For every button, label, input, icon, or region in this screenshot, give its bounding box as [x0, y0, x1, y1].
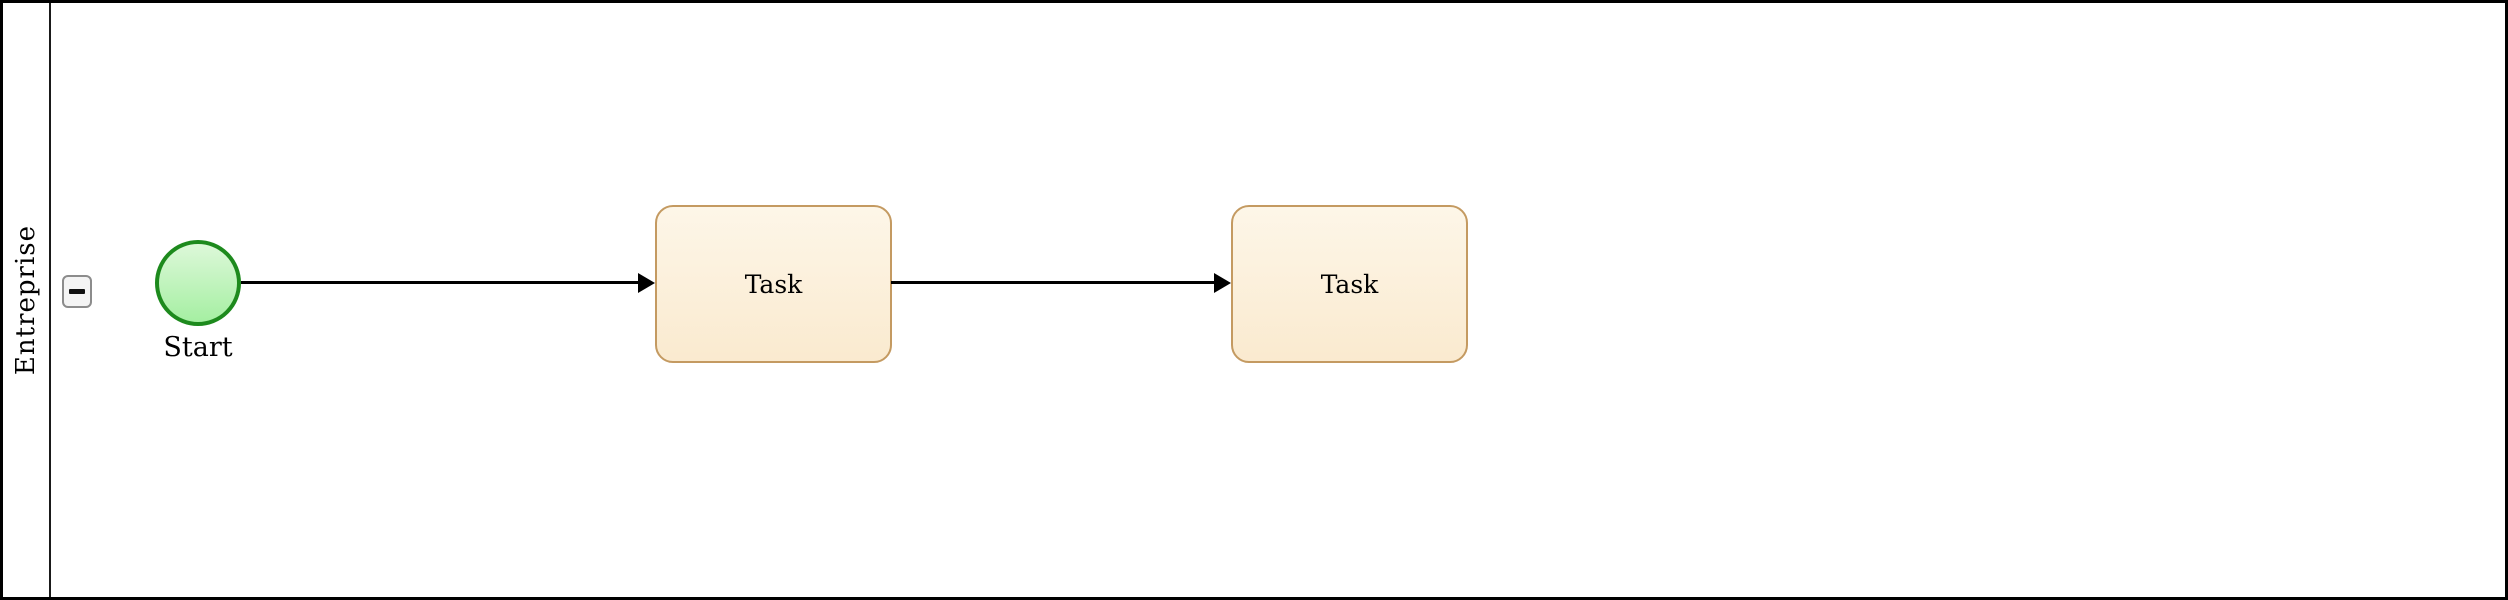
task-1-label: Task [744, 269, 803, 299]
lane-title-strip[interactable]: Entreprise [3, 3, 51, 597]
flow-line [241, 281, 640, 284]
arrowhead-icon [638, 273, 655, 293]
arrowhead-icon [1214, 273, 1231, 293]
task-node-2[interactable]: Task [1231, 205, 1468, 363]
lane-collapse-button[interactable] [62, 275, 92, 308]
flow-line [891, 281, 1216, 284]
lane-label: Entreprise [11, 224, 41, 376]
task-2-label: Task [1320, 269, 1379, 299]
minus-icon [69, 289, 85, 294]
task-node-1[interactable]: Task [655, 205, 892, 363]
start-event-label: Start [163, 332, 233, 363]
start-event-node[interactable] [155, 240, 241, 326]
